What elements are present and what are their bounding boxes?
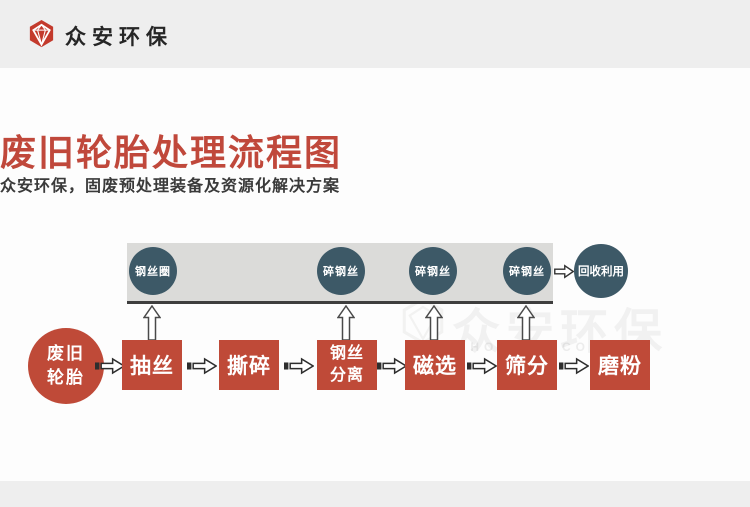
source-node-waste-tire: 废旧 轮胎 xyxy=(28,328,104,404)
flow-arrow-icon xyxy=(284,355,315,377)
page-subtitle: 众安环保，固废预处理装备及资源化解决方案 xyxy=(0,178,341,195)
byproduct-node-shredded-wire-3: 碎钢丝 xyxy=(503,247,551,295)
byproduct-node-shredded-wire-1: 碎钢丝 xyxy=(317,247,365,295)
footer-bar xyxy=(0,481,750,507)
brand-logo[interactable]: 众安环保 xyxy=(26,18,173,54)
source-label-line1: 废旧 xyxy=(47,344,85,364)
up-arrow-icon xyxy=(424,304,444,341)
step-node-shredding: 撕碎 xyxy=(219,340,279,390)
step-node-wire-drawing: 抽丝 xyxy=(122,340,182,390)
page-title: 废旧轮胎处理流程图 xyxy=(0,132,343,173)
up-arrow-icon xyxy=(336,304,356,341)
up-arrow-icon xyxy=(142,304,162,341)
flow-arrow-icon xyxy=(187,355,218,377)
flow-arrow-icon xyxy=(559,355,590,377)
gem-logo-icon xyxy=(26,18,57,54)
header-bar: 众安环保 xyxy=(0,0,750,68)
recycle-node: 回收利用 xyxy=(574,244,628,298)
step-node-wire-separation: 钢丝分离 xyxy=(317,340,377,390)
flow-arrow-icon xyxy=(95,355,126,377)
step-node-grinding: 磨粉 xyxy=(590,340,650,390)
recycle-arrow-icon xyxy=(554,263,575,280)
source-label-line2: 轮胎 xyxy=(47,368,85,387)
flow-arrow-icon xyxy=(467,355,498,377)
brand-name: 众安环保 xyxy=(65,26,173,49)
up-arrow-icon xyxy=(516,304,536,341)
byproduct-node-shredded-wire-2: 碎钢丝 xyxy=(409,247,457,295)
flow-arrow-icon xyxy=(377,355,408,377)
byproduct-strip-baseline xyxy=(127,301,553,304)
step-node-magnetic-separation: 磁选 xyxy=(405,340,465,390)
byproduct-node-steel-ring: 钢丝圈 xyxy=(129,247,177,295)
step-node-screening: 筛分 xyxy=(497,340,557,390)
